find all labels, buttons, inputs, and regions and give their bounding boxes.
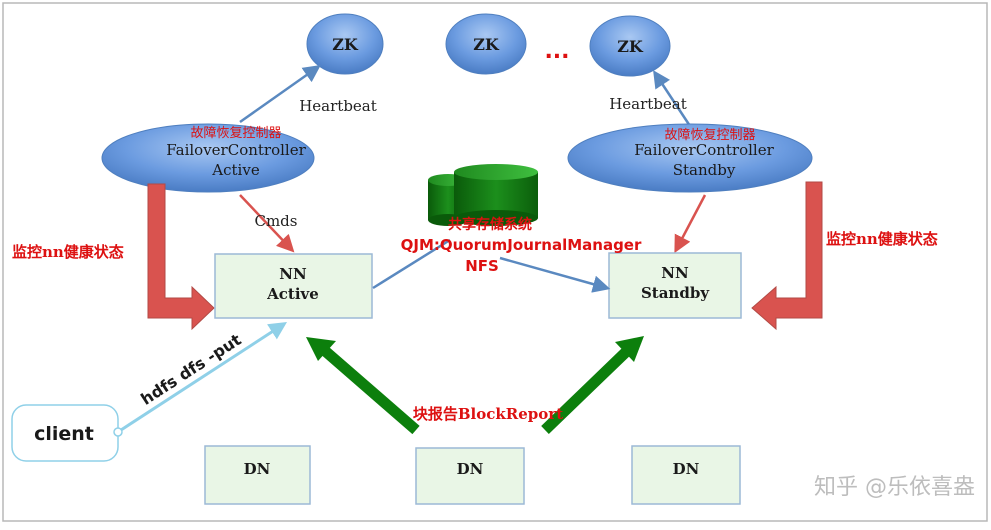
- nn-active-box: NN Active: [214, 253, 373, 319]
- nn-standby-line2: Standby: [641, 284, 710, 302]
- zk-node-right: ZK: [589, 15, 671, 77]
- heartbeat-label-left: Heartbeat: [299, 97, 377, 115]
- cmds-arrow-active: [239, 194, 295, 253]
- zk-node-middle: ZK: [445, 13, 527, 75]
- zk-label-left: ZK: [332, 35, 359, 54]
- failover-standby-line2: Standby: [673, 161, 736, 179]
- monitor-arrow-left: [147, 183, 215, 331]
- failover-standby-line1: FailoverController: [634, 141, 774, 159]
- zk-label-right: ZK: [617, 37, 644, 56]
- dn-box-right: DN: [631, 445, 741, 505]
- shared-storage-icon: [428, 164, 538, 226]
- monitor-label-right: 监控nn健康状态: [826, 230, 938, 248]
- shared-storage-title: 共享存储系统: [448, 216, 532, 233]
- shared-storage-qjm: QJM:QuorumJournalManager: [401, 236, 642, 254]
- diagram-frame: [2, 2, 988, 522]
- monitor-label-left: 监控nn健康状态: [12, 243, 124, 261]
- failover-standby-cn-label: 故障恢复控制器: [664, 128, 755, 143]
- client-put-arrow: [120, 322, 288, 432]
- dn-label-left: DN: [244, 460, 271, 478]
- block-report-arrow-left-shaft: [320, 345, 420, 435]
- client-label: client: [34, 423, 94, 445]
- heartbeat-arrow-left: [239, 64, 321, 124]
- nn-active-line2: Active: [266, 285, 319, 303]
- block-report-arrow-left-head: [306, 337, 336, 361]
- heartbeat-arrow-right: [653, 70, 692, 127]
- failover-active-line1: FailoverController: [166, 141, 306, 159]
- cmds-label: Cmds: [254, 212, 297, 230]
- nn-active-line1: NN: [279, 265, 307, 283]
- block-report-arrow-right-head: [615, 336, 644, 362]
- failover-active-line2: Active: [211, 161, 260, 179]
- nn-standby-box: NN Standby: [608, 252, 742, 319]
- dn-label-middle: DN: [457, 460, 484, 478]
- failover-active-cn-label: 故障恢复控制器: [190, 126, 281, 141]
- shared-storage-nfs: NFS: [465, 257, 499, 275]
- heartbeat-label-right: Heartbeat: [609, 95, 687, 113]
- dn-label-right: DN: [673, 460, 700, 478]
- storage-to-nn-standby-arrow: [499, 256, 611, 293]
- nn-active-to-storage-line: [372, 238, 451, 290]
- dn-box-left: DN: [204, 445, 311, 505]
- zk-node-left: ZK: [306, 13, 384, 75]
- cmds-arrow-standby: [674, 194, 707, 254]
- monitor-arrow-right: [751, 181, 823, 331]
- client-node: client: [11, 404, 119, 462]
- watermark: 知乎 @乐依喜盎: [814, 475, 975, 500]
- zk-ellipsis: ...: [544, 39, 569, 64]
- failover-controller-standby: 故障恢复控制器 FailoverController Standby: [567, 123, 813, 193]
- block-report-label: 块报告BlockReport: [413, 405, 563, 423]
- dn-box-middle: DN: [415, 447, 525, 505]
- block-report-arrow-right-shaft: [541, 346, 632, 434]
- nn-standby-line1: NN: [661, 264, 689, 282]
- failover-controller-active: 故障恢复控制器 FailoverController Active: [101, 123, 315, 193]
- client-connector-dot: [113, 427, 123, 437]
- zk-label-middle: ZK: [473, 35, 500, 54]
